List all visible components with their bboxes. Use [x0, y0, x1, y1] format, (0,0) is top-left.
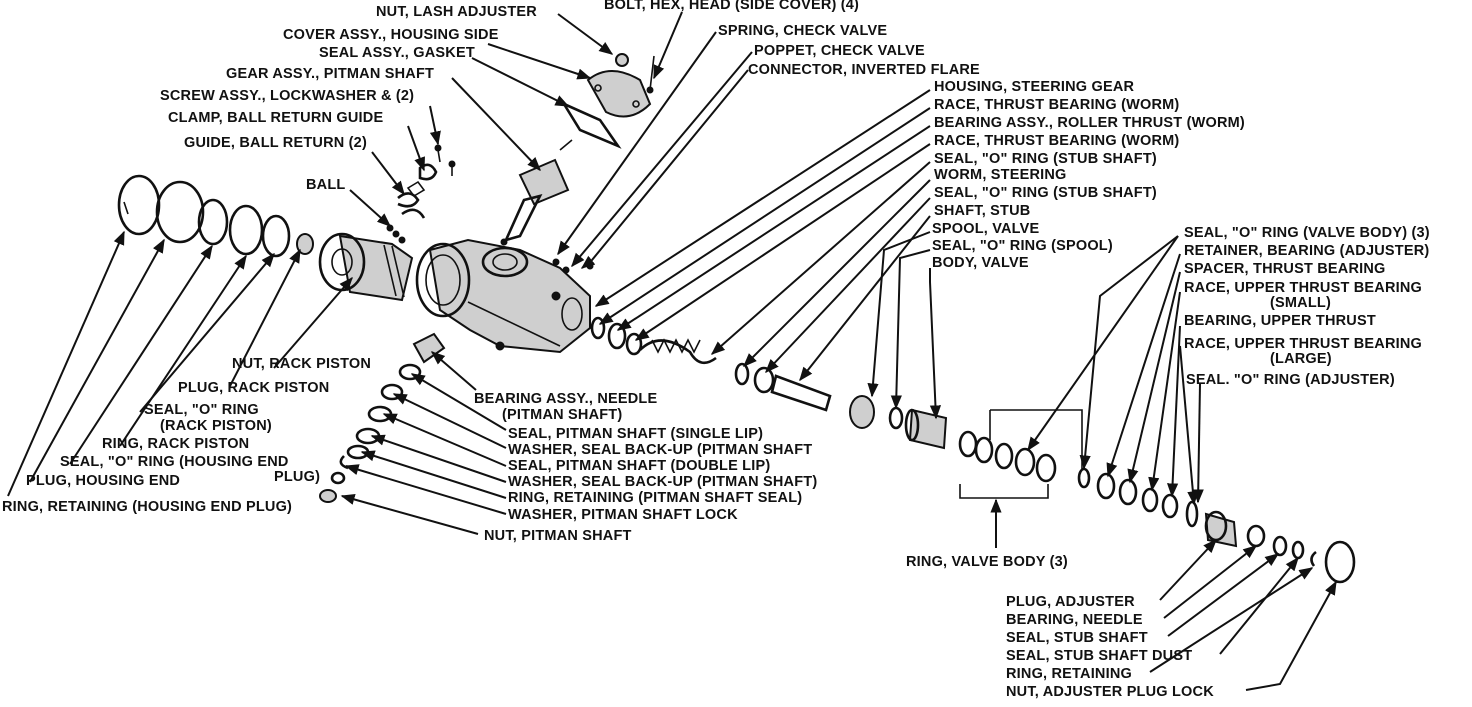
label-worm-steering: WORM, STEERING	[934, 167, 1067, 183]
label-seal-pitman-single: SEAL, PITMAN SHAFT (SINGLE LIP)	[508, 426, 764, 442]
label-housing-steering-gear: HOUSING, STEERING GEAR	[934, 79, 1135, 95]
label-race-upper-small-2: (SMALL)	[1270, 295, 1331, 311]
label-seal-o-rack-2: (RACK PISTON)	[160, 418, 272, 434]
label-bearing-upper-thrust: BEARING, UPPER THRUST	[1184, 313, 1376, 329]
label-race-thrust-worm-1: RACE, THRUST BEARING (WORM)	[934, 97, 1180, 113]
label-poppet-check-valve: POPPET, CHECK VALVE	[754, 43, 925, 59]
label-seal-assy-gasket: SEAL ASSY., GASKET	[319, 45, 475, 61]
label-seal-o-stub-2: SEAL, "O" RING (STUB SHAFT)	[934, 185, 1157, 201]
label-seal-o-rack-1: SEAL, "O" RING	[144, 402, 259, 418]
leader-lines	[7, 11, 1337, 691]
label-nut-pitman-shaft: NUT, PITMAN SHAFT	[484, 528, 632, 544]
label-bearing-needle-pitman-1: BEARING ASSY., NEEDLE	[474, 391, 658, 407]
label-seal-o-adjuster: SEAL. "O" RING (ADJUSTER)	[1186, 372, 1395, 388]
label-seal-pitman-double: SEAL, PITMAN SHAFT (DOUBLE LIP)	[508, 458, 771, 474]
label-spring-check-valve: SPRING, CHECK VALVE	[718, 23, 888, 39]
housing-end-o-ring-part	[197, 198, 229, 246]
label-seal-o-spool: SEAL, "O" RING (SPOOL)	[932, 238, 1113, 254]
label-washer-pitman-lock: WASHER, PITMAN SHAFT LOCK	[508, 507, 738, 523]
label-plug-housing-end: PLUG, HOUSING END	[26, 473, 181, 489]
housing-end-retaining-ring-part	[117, 174, 161, 236]
steering-gear-housing-part	[415, 238, 591, 354]
label-guide-ball-return: GUIDE, BALL RETURN (2)	[184, 135, 367, 151]
label-nut-lash-adjuster: NUT, LASH ADJUSTER	[376, 4, 537, 20]
label-retainer-bearing: RETAINER, BEARING (ADJUSTER)	[1184, 243, 1430, 259]
label-bearing-roller-thrust: BEARING ASSY., ROLLER THRUST (WORM)	[934, 115, 1245, 131]
rack-piston-ring-part	[228, 204, 264, 256]
label-bearing-needle: BEARING, NEEDLE	[1006, 612, 1143, 628]
label-plug-paren: PLUG)	[274, 469, 321, 485]
label-shaft-stub: SHAFT, STUB	[934, 203, 1031, 219]
label-clamp-ball-return: CLAMP, BALL RETURN GUIDE	[168, 110, 384, 126]
label-spacer-thrust: SPACER, THRUST BEARING	[1184, 261, 1386, 277]
label-seal-stub-shaft: SEAL, STUB SHAFT	[1006, 630, 1148, 646]
label-bearing-needle-pitman-2: (PITMAN SHAFT)	[502, 407, 623, 423]
label-spool-valve: SPOOL, VALVE	[932, 221, 1040, 237]
housing-end-plug-part	[155, 180, 205, 244]
label-screw-assy: SCREW ASSY., LOCKWASHER & (2)	[160, 88, 415, 104]
label-plug-adjuster: PLUG, ADJUSTER	[1006, 594, 1135, 610]
label-seal-o-housing-end: SEAL, "O" RING (HOUSING END	[60, 454, 289, 470]
pitman-seal-stack-parts	[319, 332, 446, 503]
label-gear-assy-pitman: GEAR ASSY., PITMAN SHAFT	[226, 66, 435, 82]
label-washer-backup-2: WASHER, SEAL BACK-UP (PITMAN SHAFT)	[508, 474, 818, 490]
label-ball: BALL	[306, 177, 346, 193]
valve-body-seals-parts	[958, 409, 1083, 499]
label-body-valve: BODY, VALVE	[932, 255, 1029, 271]
label-race-upper-small-1: RACE, UPPER THRUST BEARING	[1184, 280, 1423, 296]
label-nut-adjuster-lock: NUT, ADJUSTER PLUG LOCK	[1006, 684, 1214, 700]
label-cover-assy: COVER ASSY., HOUSING SIDE	[283, 27, 499, 43]
label-nut-rack-piston: NUT, RACK PISTON	[232, 356, 372, 372]
label-ring-retaining: RING, RETAINING	[1006, 666, 1132, 682]
label-race-upper-large-1: RACE, UPPER THRUST BEARING	[1184, 336, 1423, 352]
label-ring-retaining-housing: RING, RETAINING (HOUSING END PLUG)	[2, 499, 293, 515]
label-washer-backup-1: WASHER, SEAL BACK-UP (PITMAN SHAFT	[508, 442, 813, 458]
label-plug-rack-piston: PLUG, RACK PISTON	[178, 380, 330, 396]
label-ring-rack-piston: RING, RACK PISTON	[102, 436, 250, 452]
label-bolt-hex-head: BOLT, HEX, HEAD (SIDE COVER) (4)	[604, 0, 860, 13]
label-race-thrust-worm-2: RACE, THRUST BEARING (WORM)	[934, 133, 1180, 149]
rack-piston-plug-part	[296, 233, 314, 255]
rack-piston-o-ring-part	[261, 214, 291, 258]
label-connector-flare: CONNECTOR, INVERTED FLARE	[748, 62, 980, 78]
label-seal-o-valve-body: SEAL, "O" RING (VALVE BODY) (3)	[1184, 225, 1430, 241]
label-ring-valve-body: RING, VALVE BODY (3)	[906, 554, 1068, 570]
rack-piston-nut-part	[318, 232, 414, 302]
label-seal-stub-dust: SEAL, STUB SHAFT DUST	[1006, 648, 1193, 664]
label-race-upper-large-2: (LARGE)	[1270, 351, 1332, 367]
label-ring-retaining-pitman: RING, RETAINING (PITMAN SHAFT SEAL)	[508, 490, 803, 506]
label-seal-o-stub-1: SEAL, "O" RING (STUB SHAFT)	[934, 151, 1157, 167]
